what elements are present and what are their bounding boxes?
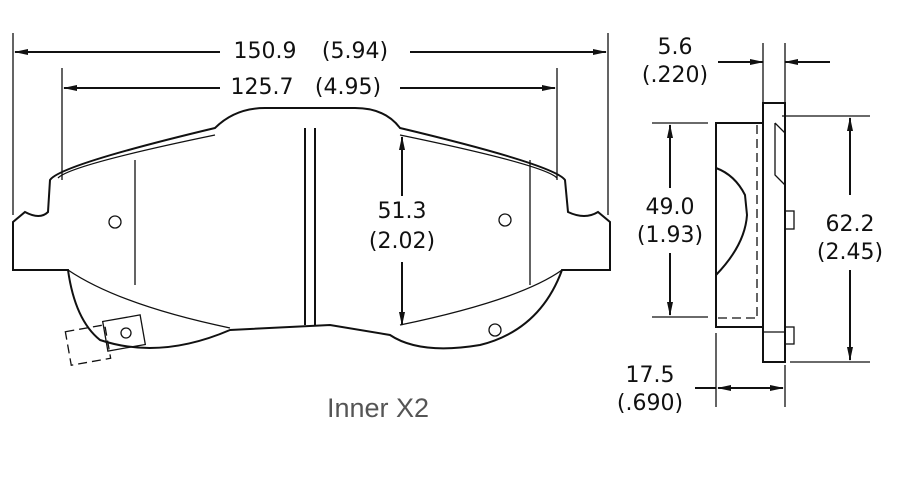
overall-thickness-in: (.690) [617,391,683,416]
side-friction-height-in: (1.93) [637,223,703,248]
overall-height-in: (2.45) [817,240,883,265]
dimension-labels: 150.9 (5.94) 125.7 (4.95) 51.3 (2.02) 5.… [231,35,884,423]
friction-height-mm: 51.3 [378,199,427,224]
front-view [12,33,611,366]
backing-plate-outline [12,107,611,350]
friction-height-in: (2.02) [369,229,435,254]
friction-width-in: (4.95) [315,75,381,100]
backing-thickness-in: (.220) [642,63,708,88]
caption: Inner X2 [327,393,429,423]
overall-width-in: (5.94) [322,39,388,64]
overall-thickness-mm: 17.5 [626,363,675,388]
friction-width-mm: 125.7 [231,75,294,100]
overall-width-mm: 150.9 [234,39,297,64]
overall-height-mm: 62.2 [826,212,875,237]
wear-sensor-clip [64,314,147,366]
side-view [652,43,870,407]
backing-thickness-mm: 5.6 [658,35,693,60]
side-friction-height-mm: 49.0 [646,195,695,220]
